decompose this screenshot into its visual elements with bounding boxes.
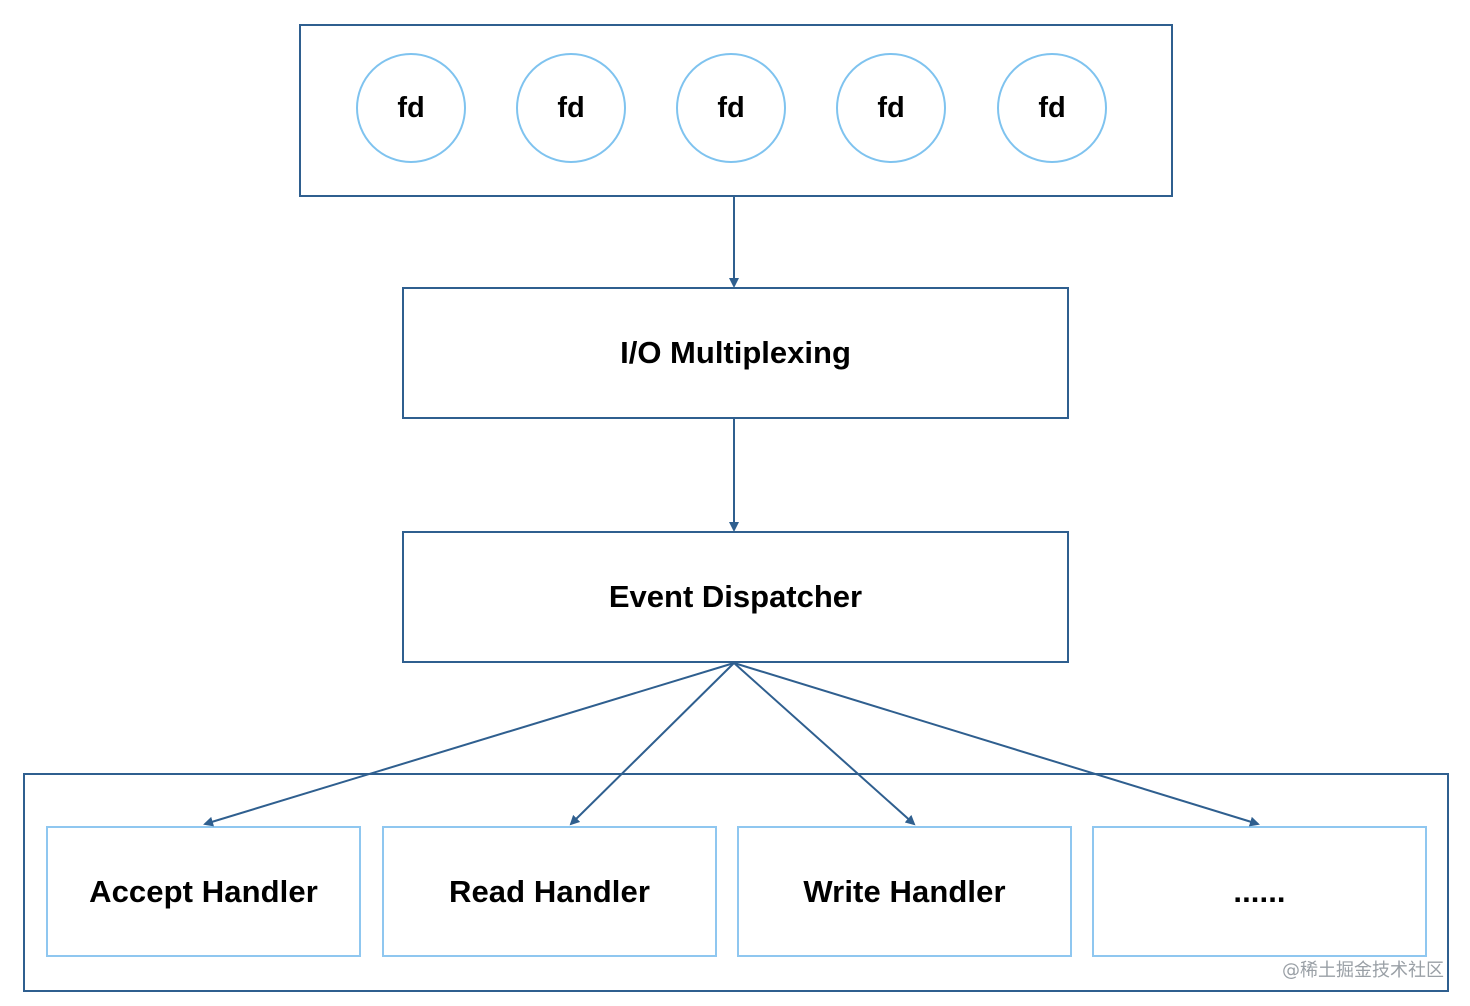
fd-node: fd bbox=[676, 53, 786, 163]
watermark: @稀土掘金技术社区 bbox=[1282, 960, 1444, 981]
fd-node: fd bbox=[516, 53, 626, 163]
io-multiplexing-label: I/O Multiplexing bbox=[620, 335, 851, 370]
event-dispatcher-label: Event Dispatcher bbox=[608, 579, 863, 614]
read-handler-label: Read Handler bbox=[448, 873, 651, 909]
more-handlers-box: ...... bbox=[1092, 826, 1427, 957]
read-handler-box: Read Handler bbox=[382, 826, 717, 957]
fd-node: fd bbox=[997, 53, 1107, 163]
write-handler-box: Write Handler bbox=[737, 826, 1072, 957]
io-multiplexing-box: I/O Multiplexing bbox=[402, 287, 1069, 419]
accept-handler-label: Accept Handler bbox=[89, 873, 318, 909]
fd-node: fd bbox=[836, 53, 946, 163]
more-handlers-label: ...... bbox=[1233, 873, 1286, 909]
fd-node: fd bbox=[356, 53, 466, 163]
accept-handler-box: Accept Handler bbox=[46, 826, 361, 957]
fd-container bbox=[299, 24, 1173, 197]
event-dispatcher-box: Event Dispatcher bbox=[402, 531, 1069, 663]
write-handler-label: Write Handler bbox=[803, 873, 1006, 909]
